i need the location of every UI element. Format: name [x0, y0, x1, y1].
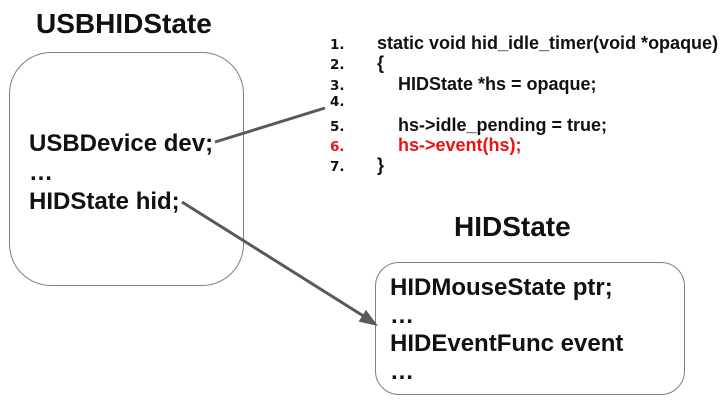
- code-line-1: 1. static void hid_idle_timer(void *opaq…: [330, 33, 718, 53]
- field-ellipsis: …: [390, 302, 414, 329]
- code-line-5: 5. hs->idle_pending = true;: [330, 115, 718, 135]
- field-hidstate-hid: HIDState hid;: [29, 188, 180, 215]
- usbhidstate-box: USBDevice dev; … HIDState hid;: [9, 52, 244, 286]
- field-hideventfunc-event: HIDEventFunc event: [390, 330, 624, 357]
- field-ellipsis: …: [390, 358, 414, 385]
- line-number: 7.: [330, 159, 345, 176]
- code-text: hs->idle_pending = true;: [398, 114, 608, 135]
- field-usbdevice-dev: USBDevice dev;: [29, 130, 214, 157]
- line-number: 2.: [330, 57, 345, 74]
- code-line-2: 2. {: [330, 53, 718, 73]
- code-text: hs->event(hs);: [398, 134, 522, 155]
- code-text: static void hid_idle_timer(void *opaque): [377, 33, 719, 53]
- hidstate-title: HIDState: [454, 211, 571, 242]
- line-number: 6.: [330, 138, 345, 155]
- field-hidmousestate-ptr: HIDMouseState ptr;: [390, 274, 613, 301]
- code-text: }: [377, 155, 385, 176]
- field-ellipsis: …: [29, 159, 53, 186]
- hidstate-fields: HIDMouseState ptr; … HIDEventFunc event …: [390, 274, 623, 386]
- usbhidstate-title: USBHIDState: [36, 8, 212, 39]
- line-number: 5.: [330, 118, 345, 135]
- line-number: 1.: [330, 37, 345, 53]
- code-line-7: 7. }: [330, 155, 718, 175]
- line-number: 3.: [330, 77, 345, 94]
- code-text: {: [377, 53, 385, 74]
- line-number: 4.: [330, 94, 345, 111]
- code-snippet: 1. static void hid_idle_timer(void *opaq…: [330, 33, 718, 176]
- usbhidstate-fields: USBDevice dev; … HIDState hid;: [29, 129, 213, 216]
- code-line-6-highlighted: 6. hs->event(hs);: [330, 135, 718, 155]
- code-line-4: 4.: [330, 94, 718, 114]
- code-line-3: 3. HIDState *hs = opaque;: [330, 74, 718, 94]
- code-text: HIDState *hs = opaque;: [398, 73, 597, 94]
- hidstate-box: HIDMouseState ptr; … HIDEventFunc event …: [375, 262, 685, 395]
